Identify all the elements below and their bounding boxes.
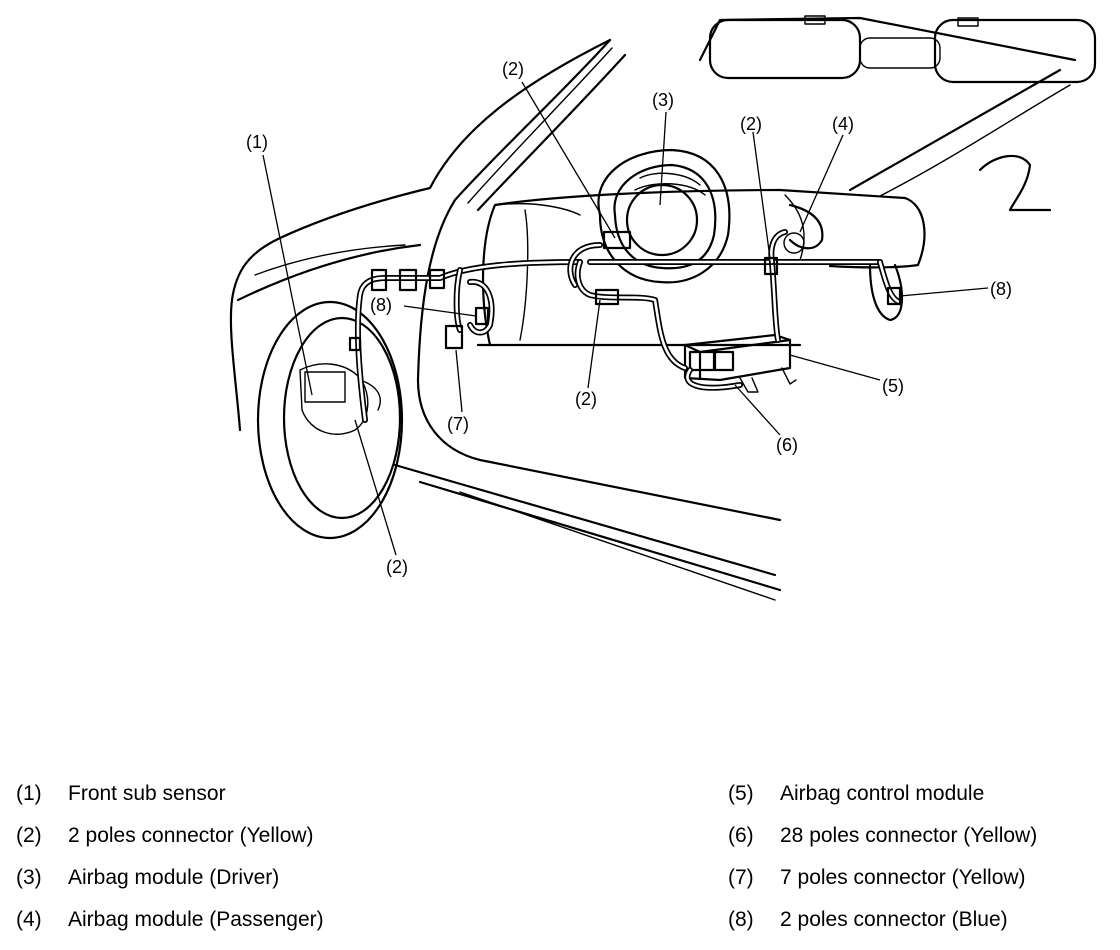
connector-sensor	[348, 336, 362, 352]
callout-8-left: (8)	[370, 295, 392, 315]
connector-front-1	[370, 268, 388, 292]
legend-number: (2)	[16, 824, 42, 847]
legend-number: (5)	[728, 782, 754, 805]
front-wheel	[256, 300, 404, 540]
passenger-airbag-area	[783, 203, 904, 322]
connector-front-2	[398, 268, 418, 292]
connector-7pole	[444, 324, 464, 350]
callout-3: (3)	[652, 90, 674, 110]
legend-label: 2 poles connector (Blue)	[780, 908, 1008, 931]
connector-front-3	[428, 268, 446, 290]
legend-label: 2 poles connector (Yellow)	[68, 824, 314, 847]
legend-number: (7)	[728, 866, 754, 889]
callout-5: (5)	[882, 376, 904, 396]
callout-1: (1)	[246, 132, 268, 152]
wiring-harness	[354, 229, 903, 423]
legend-number: (8)	[728, 908, 754, 931]
callout-7: (7)	[447, 414, 469, 434]
legend-number: (4)	[16, 908, 42, 931]
leader-lines	[262, 81, 989, 556]
callout-2-passenger: (2)	[740, 114, 762, 134]
legend-number: (6)	[728, 824, 754, 847]
legend-label: 7 poles connector (Yellow)	[780, 866, 1026, 889]
callout-6: (6)	[776, 435, 798, 455]
callout-2-top: (2)	[502, 59, 524, 79]
legend-label: Airbag control module	[780, 782, 985, 805]
connector-2-steering	[602, 230, 632, 250]
callout-4: (4)	[832, 114, 854, 134]
connector-2-passenger	[763, 256, 779, 276]
callout-8-right: (8)	[990, 279, 1012, 299]
dashboard	[476, 188, 926, 347]
callout-2-lower: (2)	[575, 389, 597, 409]
car-body-outline	[229, 15, 1097, 601]
legend-label: Airbag module (Driver)	[68, 866, 280, 889]
airbag-system-diagram: (1) (2) (3) (2) (4) (8) (8) (2) (7) (5) …	[229, 15, 1097, 601]
legend-label: 28 poles connector (Yellow)	[780, 824, 1038, 847]
legend-label: Front sub sensor	[68, 782, 226, 805]
connector-2-lower	[594, 288, 620, 306]
legend-number: (3)	[16, 866, 42, 889]
legend-label: Airbag module (Passenger)	[68, 908, 324, 931]
legend-number: (1)	[16, 782, 42, 805]
callout-2-bottom: (2)	[386, 557, 408, 577]
